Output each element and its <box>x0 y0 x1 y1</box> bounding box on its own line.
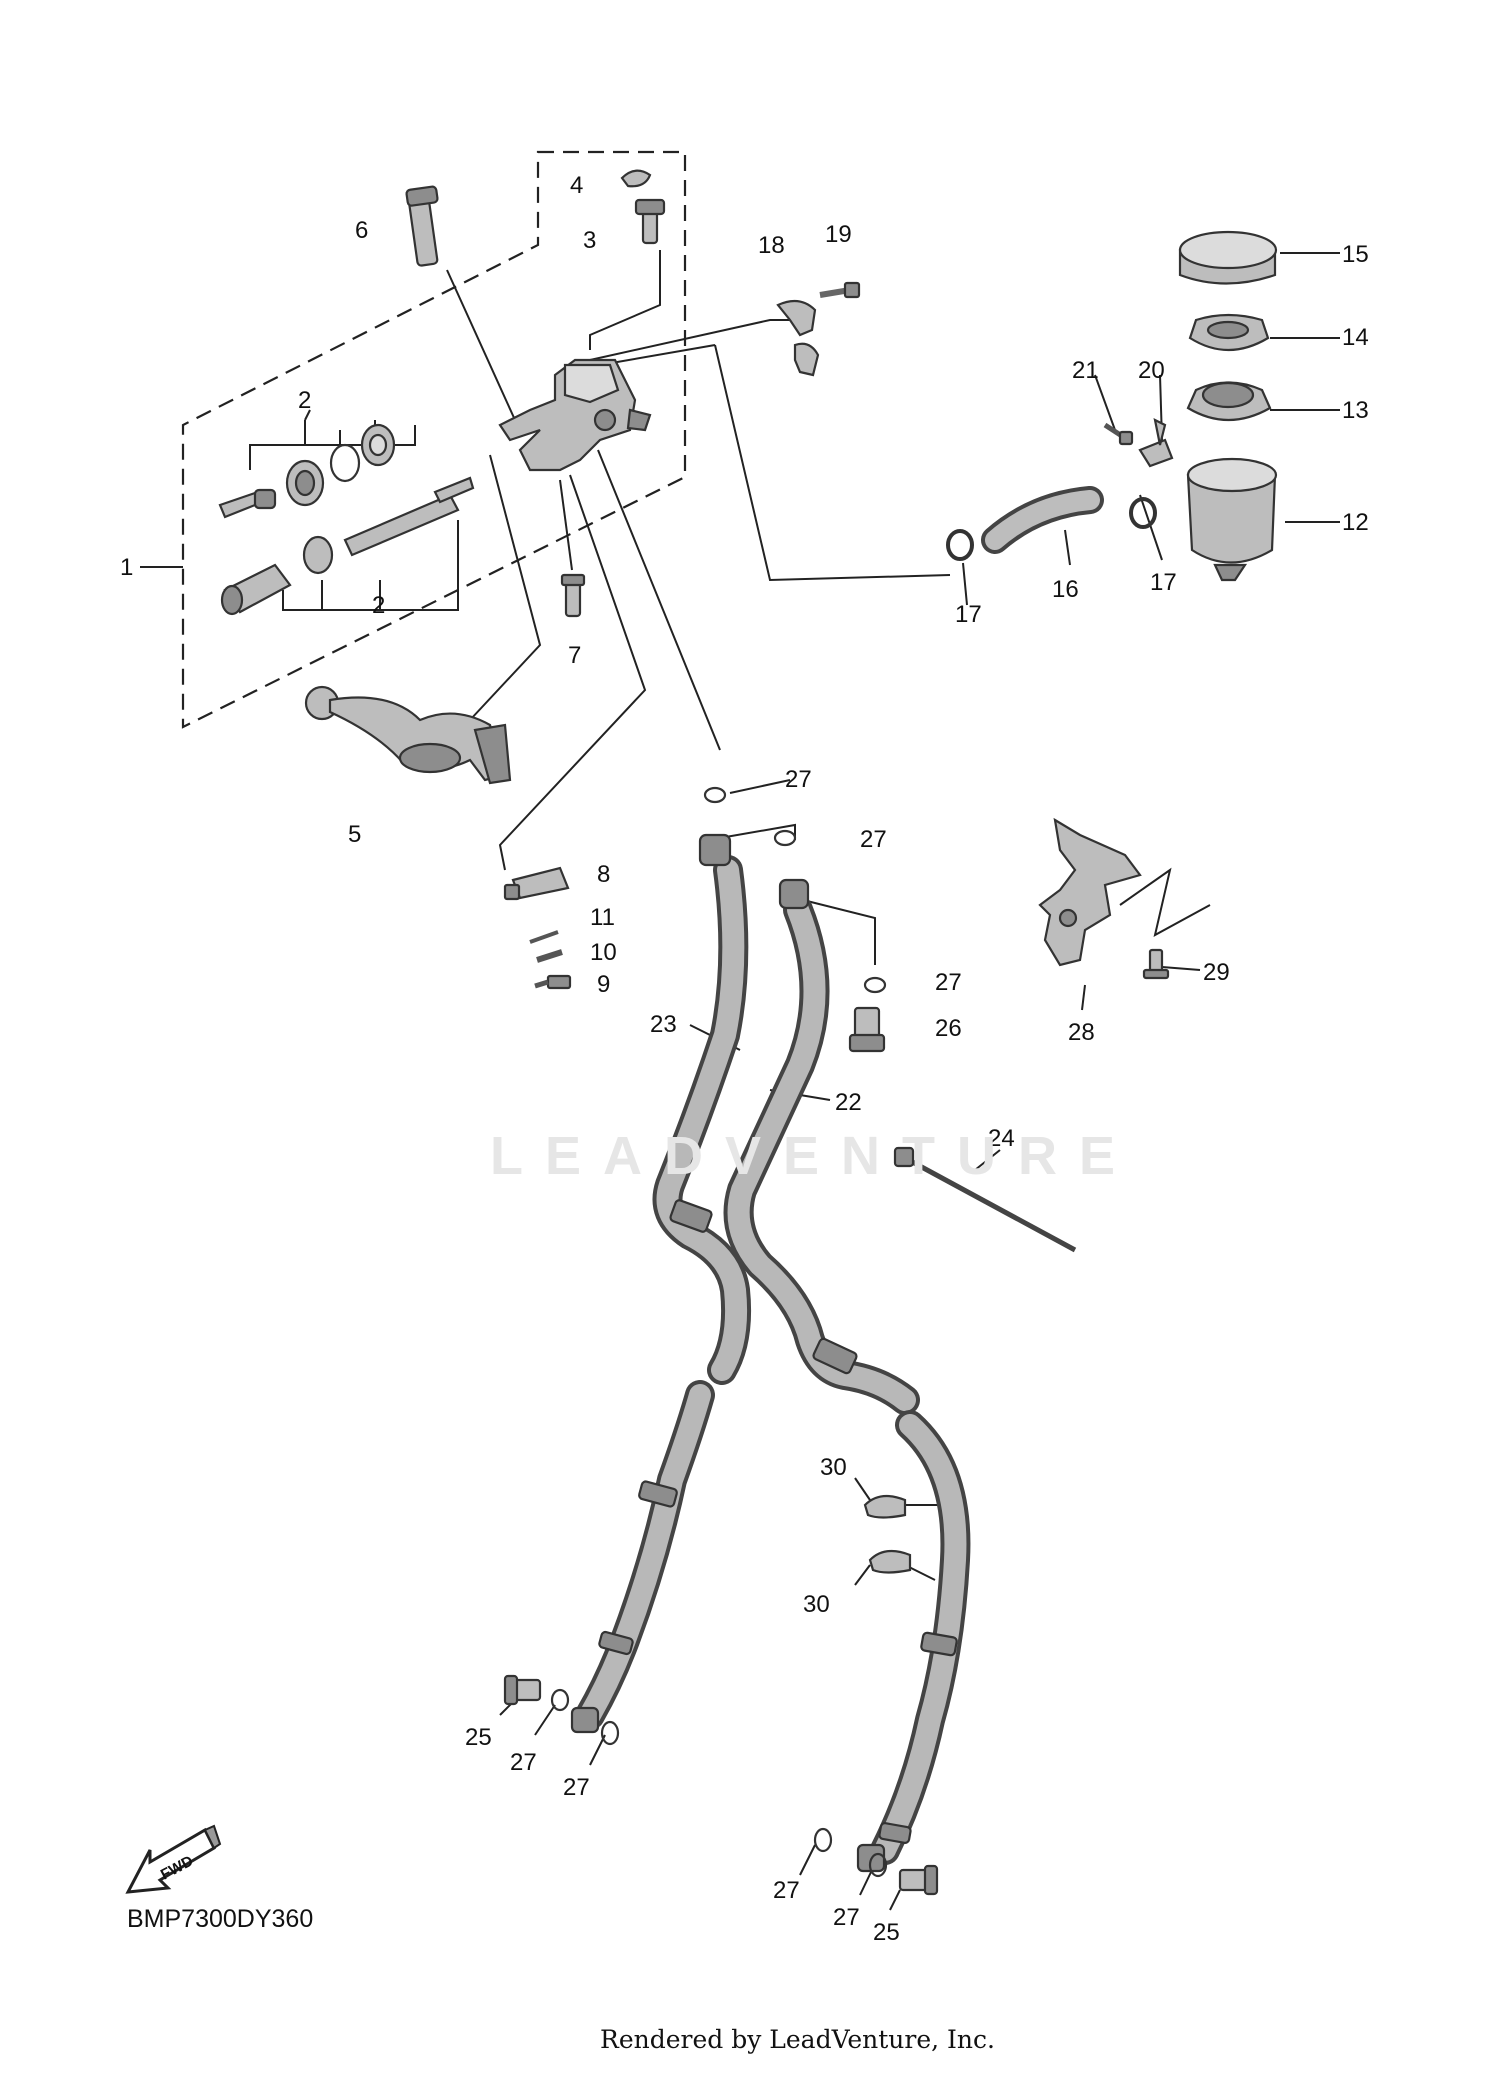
part-11-spring <box>529 930 559 944</box>
fwd-arrow-icon: FWD <box>125 1824 222 1894</box>
callout-30-lower: 30 <box>803 1591 830 1618</box>
part-9-screw <box>534 974 572 990</box>
callout-22: 22 <box>835 1089 862 1116</box>
part-25-bolt-b <box>898 1864 939 1896</box>
callout-30-upper: 30 <box>820 1454 847 1481</box>
callout-13: 13 <box>1342 397 1369 424</box>
part-12-reservoir <box>1186 457 1278 582</box>
part-17-clamp-a <box>946 529 974 561</box>
part-5-lever <box>304 685 512 785</box>
callout-23: 23 <box>650 1011 677 1038</box>
callout-16: 16 <box>1052 576 1079 603</box>
part-21-bolt <box>1103 422 1134 446</box>
callout-8: 8 <box>597 861 610 888</box>
diagram-code: BMP7300DY360 <box>127 1905 314 1933</box>
part-18-clamp <box>776 299 820 377</box>
part-15-cap <box>1178 230 1278 285</box>
callout-12: 12 <box>1342 509 1369 536</box>
part-6-bolt <box>405 185 439 267</box>
callout-7: 7 <box>568 642 581 669</box>
part-8-switch <box>503 866 570 901</box>
part-28-bracket <box>1038 817 1142 967</box>
part-25-bolt-a <box>503 1674 542 1706</box>
part-26-bolt <box>848 1006 886 1053</box>
part-24-rod <box>893 1146 1077 1253</box>
callout-3: 3 <box>583 227 596 254</box>
callout-6: 6 <box>355 217 368 244</box>
callout-24: 24 <box>988 1125 1015 1152</box>
callout-4: 4 <box>570 172 583 199</box>
part-2-seal-set-upper <box>218 423 396 519</box>
callout-1: 1 <box>120 554 133 581</box>
watermark: LEADVENTURE <box>490 1126 1138 1186</box>
footer-credit: Rendered by LeadVenture, Inc. <box>600 2025 995 2054</box>
callout-25-left: 25 <box>465 1724 492 1751</box>
callout-27-c: 27 <box>935 969 962 996</box>
callout-19: 19 <box>825 221 852 248</box>
part-29-bolt <box>1142 948 1170 980</box>
callout-27-a: 27 <box>785 766 812 793</box>
part-20-bracket <box>1138 418 1174 468</box>
callout-10: 10 <box>590 939 617 966</box>
callout-27-g: 27 <box>833 1904 860 1931</box>
callout-11: 11 <box>590 904 615 931</box>
parts: FWD <box>125 169 1278 1896</box>
part-30-clip-a <box>863 1494 907 1519</box>
callout-21: 21 <box>1072 357 1099 384</box>
callout-18: 18 <box>758 232 785 259</box>
part-23-hose <box>570 833 752 1734</box>
callout-27-b: 27 <box>860 826 887 853</box>
part-22-hose <box>723 878 971 1873</box>
part-13-diaphragm <box>1186 381 1272 422</box>
part-10-washer <box>536 949 563 963</box>
callout-27-e: 27 <box>563 1774 590 1801</box>
part-19-screw <box>819 281 861 299</box>
callout-2-lower: 2 <box>372 592 385 619</box>
part-2-piston-set-lower <box>220 476 475 616</box>
callout-27-f: 27 <box>773 1877 800 1904</box>
part-master-cylinder <box>498 358 652 472</box>
part-7-pin <box>560 573 586 618</box>
callout-20: 20 <box>1138 357 1165 384</box>
callout-17-right: 17 <box>1150 569 1177 596</box>
callout-14: 14 <box>1342 324 1369 351</box>
part-27-washers <box>550 786 888 1878</box>
callout-25-right: 25 <box>873 1919 900 1946</box>
callout-29: 29 <box>1203 959 1230 986</box>
part-30-clip-b <box>868 1549 912 1574</box>
callout-27-d: 27 <box>510 1749 537 1776</box>
part-4-cap <box>620 169 652 188</box>
callout-28: 28 <box>1068 1019 1095 1046</box>
callout-15: 15 <box>1342 241 1369 268</box>
callouts: 1 2 2 3 4 5 6 7 8 9 10 11 12 13 14 15 16… <box>120 172 1369 1946</box>
part-14-plate <box>1188 313 1270 352</box>
assembly-boundary <box>181 150 687 729</box>
leader-lines <box>140 250 1340 1911</box>
part-16-hose <box>981 486 1104 554</box>
callout-5: 5 <box>348 821 361 848</box>
part-3-bolt <box>634 198 666 245</box>
callout-9: 9 <box>597 971 610 998</box>
callout-17-left: 17 <box>955 601 982 628</box>
callout-2-upper: 2 <box>298 387 311 414</box>
part-17-clamp-b <box>1129 497 1157 529</box>
callout-26: 26 <box>935 1015 962 1042</box>
